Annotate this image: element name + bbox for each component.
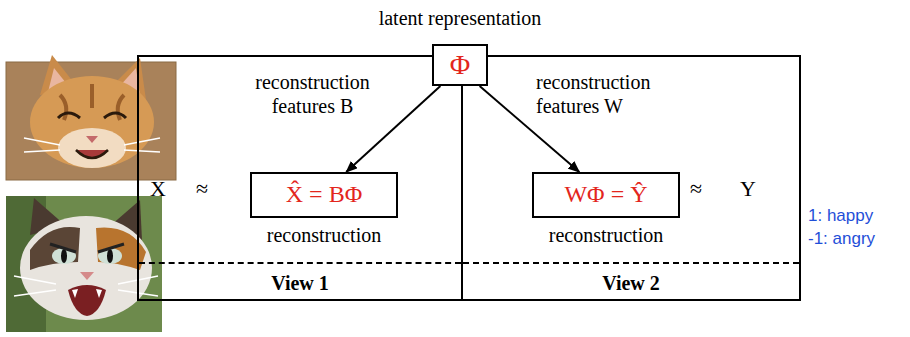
caption-label: reconstruction	[549, 224, 663, 247]
node-text: Φ	[450, 49, 470, 81]
math-symbol: ≈	[196, 176, 208, 202]
reconstruction-box: WΦ = Ŷreconstruction	[532, 172, 680, 218]
math-symbol: ≈	[690, 176, 702, 202]
latent-box: latent representationΦ	[432, 44, 488, 86]
node-text: X̂ = BΦ	[286, 181, 362, 209]
dashed-divider	[463, 262, 799, 264]
node-text: View 1	[271, 272, 329, 295]
arrow-connector	[346, 86, 440, 172]
class-label: 1: happy	[808, 206, 873, 226]
edge-label: reconstruction features B	[240, 70, 385, 118]
class-label: -1: angry	[808, 229, 875, 249]
math-symbol: X	[150, 176, 166, 202]
node-text: WΦ = Ŷ	[564, 181, 647, 209]
dashed-divider	[139, 262, 461, 264]
heading-label: latent representation	[379, 7, 542, 30]
edge-label: reconstruction features W	[536, 70, 686, 118]
caption-label: reconstruction	[267, 224, 381, 247]
happy-cat-photo	[6, 55, 176, 180]
math-symbol: Y	[740, 176, 756, 202]
node-text: View 2	[602, 272, 660, 295]
reconstruction-box: X̂ = BΦreconstruction	[250, 172, 398, 218]
